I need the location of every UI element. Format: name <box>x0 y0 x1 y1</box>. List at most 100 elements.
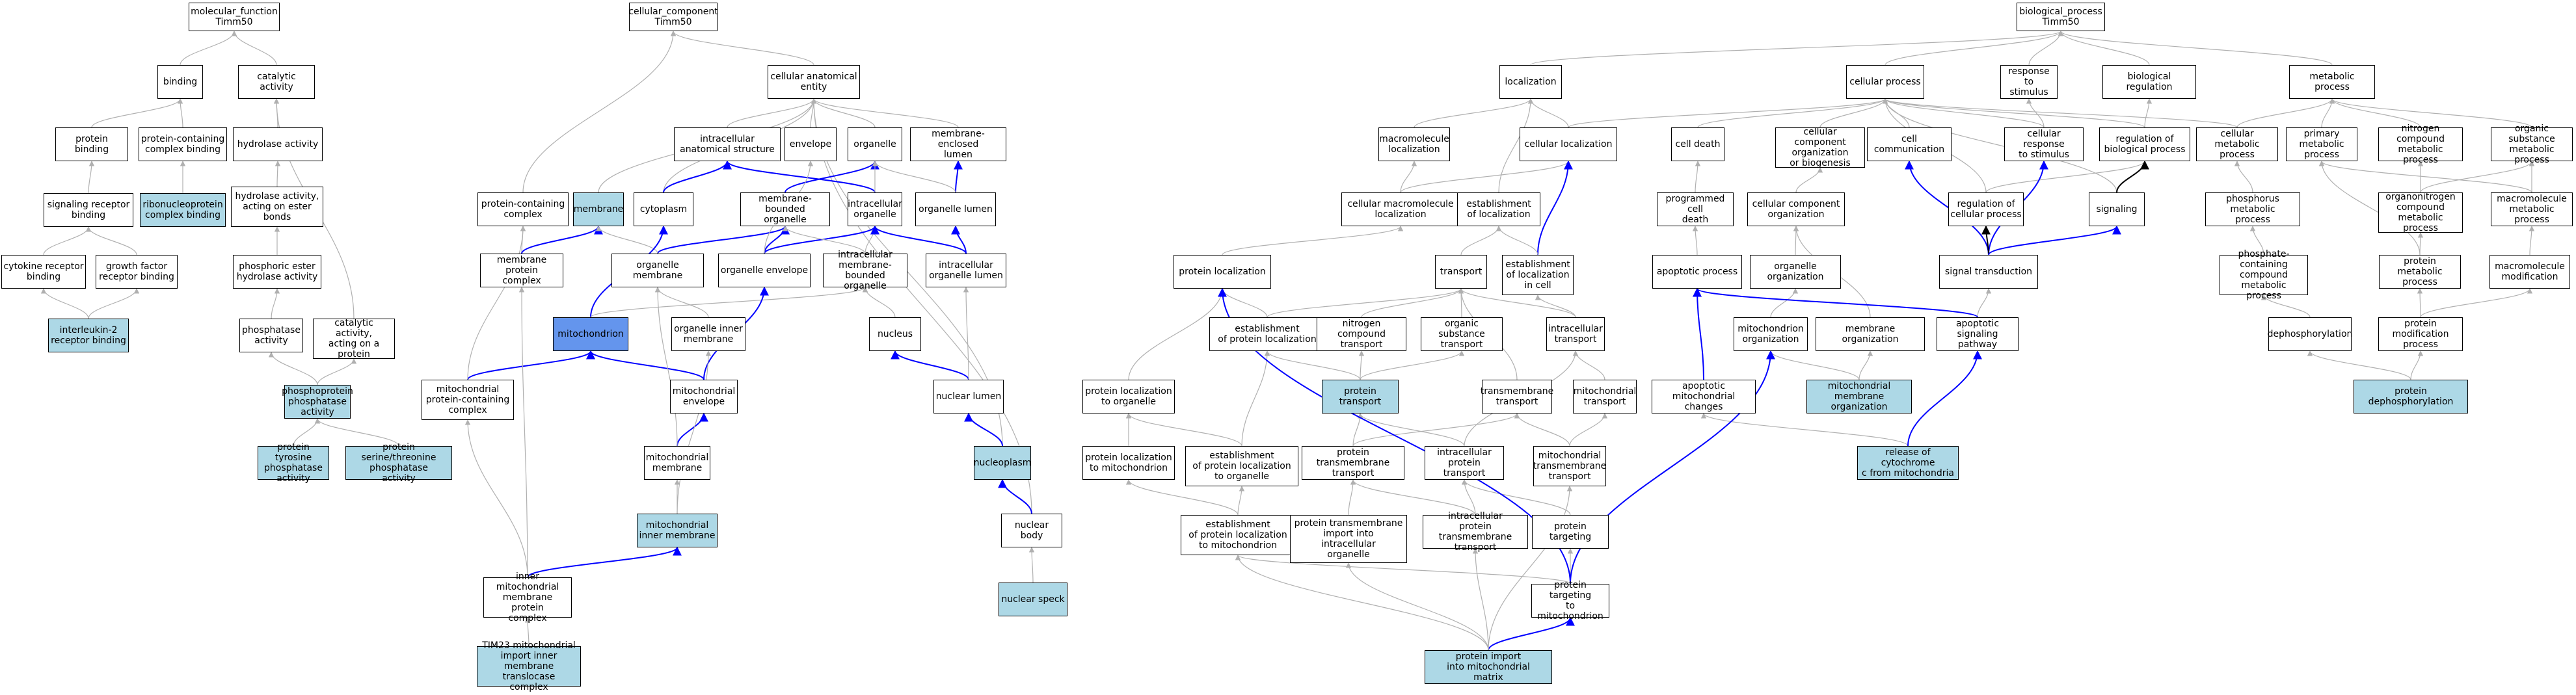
go-term-oncmp[interactable]: organonitrogen compound metabolic proces… <box>2378 192 2463 233</box>
go-term-imbo[interactable]: intracellular membrane-bounded organelle <box>823 250 907 291</box>
go-term-mmp[interactable]: macromolecule metabolic process <box>2491 192 2573 226</box>
go-term-pcc[interactable]: protein-containing complex <box>477 192 569 226</box>
go-term-ptm[interactable]: protein targeting to mitochondrion <box>1531 580 1609 622</box>
go-term-sigrec[interactable]: signaling receptor binding <box>44 193 133 227</box>
go-term-mm[interactable]: macromolecule modification <box>2489 255 2570 289</box>
go-term-rts[interactable]: response to stimulus <box>2000 65 2058 99</box>
go-term-catprot[interactable]: catalytic activity, acting on a protein <box>313 318 395 360</box>
go-term-cl[interactable]: cellular localization <box>1520 127 1617 161</box>
go-term-rcp[interactable]: regulation of cellular process <box>1948 192 2024 226</box>
go-term-plm[interactable]: protein localization to mitochondrion <box>1082 446 1175 480</box>
go-term-pimm[interactable]: protein import into mitochondrial matrix <box>1425 650 1552 684</box>
go-term-il2[interactable]: interleukin-2 receptor binding <box>48 319 129 352</box>
go-term-plo[interactable]: protein localization to organelle <box>1082 380 1175 413</box>
go-term-pser[interactable]: protein serine/threonine phosphatase act… <box>345 442 452 484</box>
go-term-io[interactable]: intracellular organelle <box>848 192 902 226</box>
go-term-oe[interactable]: organelle envelope <box>718 254 811 287</box>
go-term-cytorec[interactable]: cytokine receptor binding <box>1 255 86 289</box>
go-term-eplo[interactable]: establishment of protein localization to… <box>1185 446 1298 486</box>
go-term-ost[interactable]: organic substance transport <box>1421 317 1503 351</box>
go-term-mtmt[interactable]: mitochondrial transmembrane transport <box>1533 446 1606 486</box>
go-term-rbp[interactable]: regulation of biological process <box>2099 127 2190 161</box>
go-term-ap[interactable]: apoptotic process <box>1652 255 1742 289</box>
go-term-breg[interactable]: biological regulation <box>2102 65 2196 99</box>
go-term-rcc[interactable]: release of cytochrome c from mitochondri… <box>1857 446 1959 480</box>
go-term-pmodp[interactable]: protein modification process <box>2378 317 2463 351</box>
go-term-ias[interactable]: intracellular anatomical structure <box>674 127 781 161</box>
go-term-ptmt[interactable]: protein transmembrane transport <box>1302 446 1404 480</box>
go-term-ptmi[interactable]: protein transmembrane import into intrac… <box>1290 515 1407 563</box>
go-term-organelle[interactable]: organelle <box>848 127 902 161</box>
go-term-imm[interactable]: inner mitochondrial membrane protein com… <box>483 571 572 623</box>
go-term-mp[interactable]: metabolic process <box>2289 65 2375 99</box>
go-term-mbo[interactable]: membrane-bounded organelle <box>740 192 830 226</box>
go-term-mf[interactable]: molecular_function Timm50 <box>189 3 280 31</box>
go-term-mpc[interactable]: membrane protein complex <box>480 254 563 287</box>
go-term-ptrans[interactable]: protein transport <box>1322 380 1399 413</box>
go-term-nct[interactable]: nitrogen compound transport <box>1317 317 1406 351</box>
go-term-dephos[interactable]: dephosphorylation <box>2268 317 2352 351</box>
go-term-st[interactable]: signal transduction <box>1939 255 2038 289</box>
go-term-localization[interactable]: localization <box>1499 65 1562 99</box>
go-term-celldeath[interactable]: cell death <box>1671 127 1724 161</box>
go-term-nucleoplasm[interactable]: nucleoplasm <box>974 446 1031 480</box>
go-term-om[interactable]: organelle membrane <box>611 254 704 287</box>
go-term-mito[interactable]: mitochondrion <box>553 317 628 351</box>
go-term-cml[interactable]: cellular macromolecule localization <box>1341 192 1460 226</box>
go-term-ptyr[interactable]: protein tyrosine phosphatase activity <box>258 442 329 484</box>
go-term-cp[interactable]: cellular process <box>1846 65 1924 99</box>
go-term-phmp[interactable]: phosphorus metabolic process <box>2205 192 2300 226</box>
go-term-cco[interactable]: cellular component organization <box>1747 192 1845 226</box>
go-term-phosphatase[interactable]: phosphatase activity <box>239 319 303 352</box>
go-term-membrane[interactable]: membrane <box>573 192 624 226</box>
go-term-epl[interactable]: establishment of protein localization <box>1209 317 1325 351</box>
go-term-ccob[interactable]: cellular component organization or bioge… <box>1775 127 1865 168</box>
go-term-bp[interactable]: biological_process Timm50 <box>2017 3 2105 31</box>
go-term-iol[interactable]: intracellular organelle lumen <box>926 254 1006 287</box>
go-term-tim23[interactable]: TIM23 mitochondrial import inner membran… <box>477 640 581 692</box>
go-term-ipt[interactable]: intracellular protein transport <box>1425 446 1504 480</box>
go-term-mppc[interactable]: mitochondrial protein-containing complex <box>422 380 514 420</box>
go-term-pcd[interactable]: programmed cell death <box>1657 192 1734 226</box>
go-term-menv[interactable]: mitochondrial envelope <box>670 380 738 413</box>
go-term-ppp[interactable]: phosphoprotein phosphatase activity <box>282 385 353 419</box>
go-term-pdephos[interactable]: protein dephosphorylation <box>2354 380 2468 413</box>
go-term-pccb[interactable]: protein-containing complex binding <box>139 127 227 161</box>
go-term-eol[interactable]: establishment of localization <box>1457 192 1540 226</box>
go-term-cae[interactable]: cellular anatomical entity <box>768 65 860 99</box>
go-term-nucleus[interactable]: nucleus <box>869 317 921 351</box>
go-term-mo[interactable]: mitochondrion organization <box>1734 317 1808 351</box>
go-term-mmem[interactable]: mitochondrial membrane <box>644 446 710 480</box>
go-term-it[interactable]: intracellular transport <box>1546 317 1605 351</box>
go-term-mel[interactable]: membrane-enclosed lumen <box>910 127 1006 161</box>
go-term-crs[interactable]: cellular response to stimulus <box>2004 127 2084 161</box>
go-term-memorg[interactable]: membrane organization <box>1816 317 1925 351</box>
go-term-cc2[interactable]: cell communication <box>1867 127 1952 161</box>
go-term-ol[interactable]: organelle lumen <box>915 192 996 226</box>
go-term-hydrolase[interactable]: hydrolase activity <box>233 127 323 161</box>
go-term-nbody[interactable]: nuclear body <box>1001 514 1062 547</box>
go-term-hydester[interactable]: hydrolase activity, acting on ester bond… <box>231 187 323 227</box>
go-term-ploc[interactable]: protein localization <box>1174 255 1271 289</box>
go-term-ribonuc[interactable]: ribonucleoprotein complex binding <box>140 193 226 227</box>
go-term-tmt[interactable]: transmembrane transport <box>1481 380 1553 413</box>
go-term-signaling[interactable]: signaling <box>2089 192 2145 226</box>
go-term-oim[interactable]: organelle inner membrane <box>671 317 745 351</box>
go-term-oo[interactable]: organelle organization <box>1750 255 1841 289</box>
go-term-envelope[interactable]: envelope <box>785 127 837 161</box>
go-term-mim[interactable]: mitochondrial inner membrane <box>637 514 718 547</box>
go-term-prmp[interactable]: protein metabolic process <box>2379 255 2461 289</box>
go-term-nspeck[interactable]: nuclear speck <box>999 583 1067 616</box>
go-term-transport[interactable]: transport <box>1435 255 1487 289</box>
go-term-binding[interactable]: binding <box>157 65 203 99</box>
go-term-pmp[interactable]: primary metabolic process <box>2286 127 2357 161</box>
go-term-ptarg[interactable]: protein targeting <box>1532 515 1609 549</box>
go-term-ml[interactable]: macromolecule localization <box>1378 127 1450 161</box>
go-term-cytoplasm[interactable]: cytoplasm <box>634 192 693 226</box>
go-term-gfrec[interactable]: growth factor receptor binding <box>96 255 178 289</box>
go-term-mmo[interactable]: mitochondrial membrane organization <box>1806 380 1912 413</box>
go-term-pccmp[interactable]: phosphate-containing compound metabolic … <box>2220 249 2308 301</box>
go-term-cc[interactable]: cellular_component Timm50 <box>628 3 718 31</box>
go-term-protbind[interactable]: protein binding <box>55 127 128 161</box>
go-term-ncmp[interactable]: nitrogen compound metabolic process <box>2378 124 2463 165</box>
